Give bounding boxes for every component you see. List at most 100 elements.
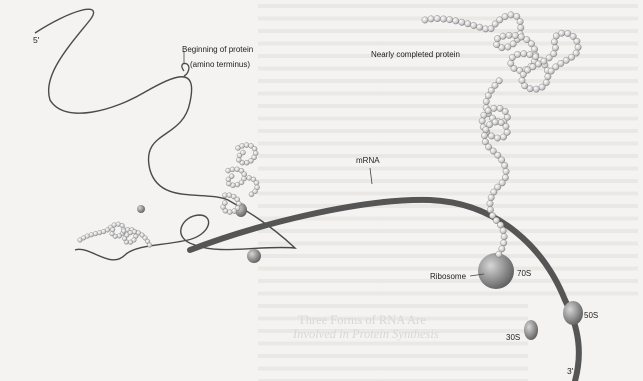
amino-acid-bead — [527, 51, 533, 57]
amino-acid-bead — [244, 143, 249, 148]
amino-acid-bead — [508, 12, 514, 18]
amino-acid-bead — [500, 227, 506, 233]
growing-protein-chain — [221, 143, 260, 215]
amino-acid-bead — [229, 174, 234, 179]
amino-acid-bead — [514, 51, 520, 57]
amino-acid-bead — [575, 44, 581, 50]
label-5-prime: 5' — [33, 35, 40, 45]
amino-acid-bead — [453, 18, 459, 24]
amino-acid-bead — [552, 45, 558, 51]
amino-acid-bead — [548, 68, 554, 74]
subunit-50s — [563, 301, 583, 325]
amino-acid-bead — [242, 172, 247, 177]
amino-acid-bead — [236, 157, 241, 162]
ribosome-70s — [478, 253, 514, 289]
amino-acid-bead — [521, 51, 527, 57]
amino-acid-bead — [465, 21, 471, 27]
amino-acid-bead — [222, 201, 227, 206]
amino-acid-bead — [241, 150, 246, 155]
amino-acid-bead — [517, 18, 523, 24]
amino-acid-bead — [446, 17, 452, 23]
amino-acid-bead — [533, 86, 539, 92]
ribosome-small-3 — [137, 205, 145, 213]
amino-acid-bead — [500, 33, 506, 39]
amino-acid-bead — [496, 251, 502, 257]
amino-acid-bead — [240, 143, 245, 148]
amino-acid-bead — [487, 207, 493, 213]
amino-acid-bead — [422, 17, 428, 23]
amino-acid-bead — [128, 230, 133, 235]
amino-acid-bead — [502, 162, 508, 168]
amino-acid-bead — [428, 16, 434, 22]
amino-acid-bead — [117, 234, 122, 239]
amino-acid-bead — [501, 240, 507, 246]
amino-acid-bead — [254, 180, 259, 185]
amino-acid-bead — [498, 119, 504, 125]
amino-acid-bead — [93, 231, 98, 236]
amino-acid-bead — [539, 84, 545, 90]
amino-acid-bead — [479, 118, 485, 124]
amino-acid-bead — [132, 230, 137, 235]
amino-acid-bead — [230, 167, 235, 172]
amino-acid-bead — [459, 19, 465, 25]
amino-acid-bead — [519, 77, 525, 83]
short-protein-chain — [78, 222, 152, 248]
amino-acid-bead — [531, 46, 537, 52]
amino-acid-bead — [477, 24, 483, 30]
amino-acid-bead — [574, 38, 580, 44]
amino-acid-bead — [497, 105, 503, 111]
amino-acid-bead — [235, 182, 240, 187]
amino-acid-bead — [559, 30, 565, 36]
mrna-thick-strand — [190, 200, 579, 381]
amino-acid-bead — [112, 223, 117, 228]
amino-acid-bead — [488, 194, 494, 200]
mrna-thin-strand — [35, 9, 295, 260]
amino-acid-bead — [249, 192, 254, 197]
amino-acid-bead — [551, 51, 557, 57]
subunit-30s — [524, 320, 538, 340]
amino-acid-bead — [488, 133, 494, 139]
amino-acid-bead — [481, 132, 487, 138]
amino-acid-bead — [89, 233, 94, 238]
label-amino-terminus: (amino terminus) — [190, 60, 250, 69]
amino-acid-bead — [222, 193, 227, 198]
amino-acid-bead — [232, 209, 237, 214]
label-50s: 50S — [584, 311, 598, 320]
amino-acid-bead — [508, 60, 514, 66]
amino-acid-bead — [494, 135, 500, 141]
amino-acid-bead — [512, 32, 518, 38]
amino-acid-bead — [505, 44, 511, 50]
label-70s: 70S — [517, 269, 531, 278]
amino-acid-bead — [226, 168, 231, 173]
label-beginning-of-protein: Beginning of protein — [182, 45, 253, 54]
label-3-prime: 3' — [567, 366, 574, 376]
amino-acid-bead — [487, 200, 493, 206]
amino-acid-bead — [485, 93, 491, 99]
amino-acid-bead — [471, 22, 477, 28]
label-nearly-completed-protein: Nearly completed protein — [371, 50, 460, 59]
amino-acid-bead — [506, 32, 512, 38]
amino-acid-bead — [483, 98, 489, 104]
amino-acid-bead — [147, 243, 152, 248]
amino-acid-bead — [502, 13, 508, 19]
amino-acid-bead — [503, 168, 509, 174]
nascent-peptide-tail — [182, 63, 189, 76]
label-30s: 30S — [506, 333, 520, 342]
amino-acid-bead — [518, 25, 524, 31]
amino-acid-bead — [551, 39, 557, 45]
amino-acid-bead — [110, 227, 115, 232]
amino-acid-bead — [504, 114, 510, 120]
label-mrna: mRNA — [356, 156, 380, 165]
amino-acid-bead — [494, 41, 500, 47]
amino-acid-bead — [244, 160, 249, 165]
amino-acid-bead — [440, 16, 446, 22]
label-ribosome: Ribosome — [430, 272, 467, 281]
ribosome-small-2 — [247, 249, 261, 263]
leader-mrna — [370, 168, 372, 184]
amino-acid-bead — [481, 112, 487, 118]
amino-acid-bead — [501, 234, 507, 240]
amino-acid-bead — [483, 126, 489, 132]
amino-acid-bead — [252, 146, 257, 151]
amino-acid-bead — [434, 15, 440, 21]
